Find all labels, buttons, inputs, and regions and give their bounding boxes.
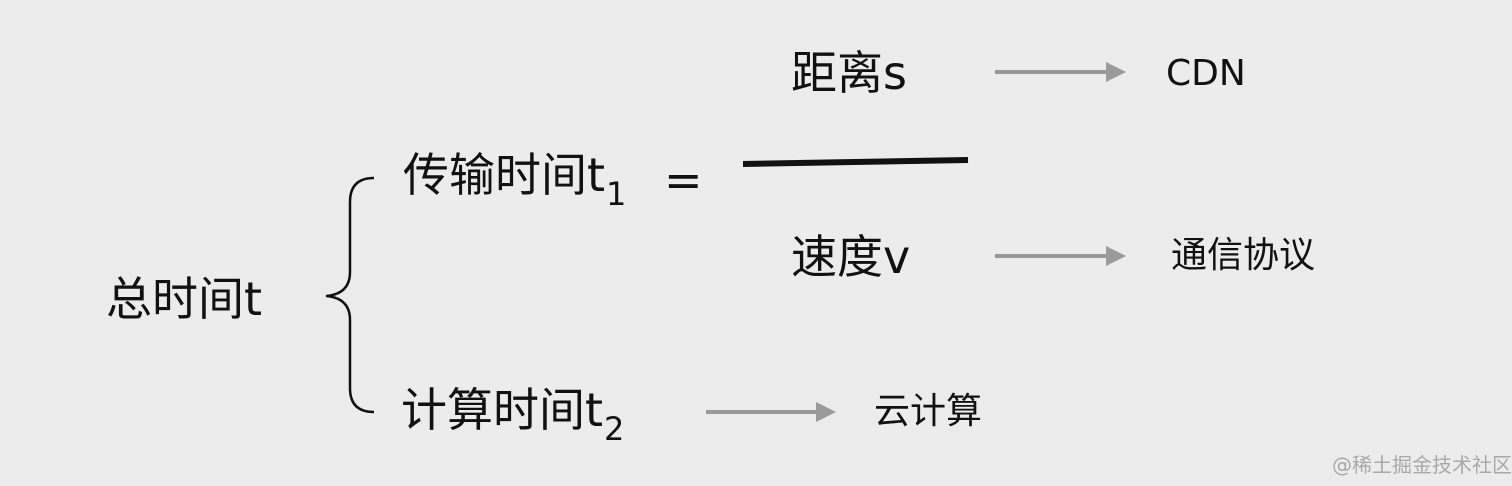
compute-time-subscript: 2 [604,410,625,448]
protocol-label: 通信协议 [1171,235,1316,276]
total-time-label: 总时间t [106,272,263,326]
cloud-computing-label: 云计算 [874,391,983,432]
transfer-time-subscript: 1 [606,175,627,213]
distance-label: 距离s [791,46,907,100]
equals-sign: = [664,153,703,207]
fraction-bar [742,157,969,167]
transfer-time-label: 传输时间t1 [403,152,626,210]
transfer-time-text: 传输时间t [403,148,606,202]
watermark: @稀土掘金技术社区 [1332,453,1512,477]
speed-label: 速度v [791,230,911,284]
curly-brace [325,176,375,414]
compute-time-text: 计算时间t [401,383,604,437]
cdn-label: CDN [1166,53,1246,94]
compute-time-label: 计算时间t2 [401,387,624,445]
